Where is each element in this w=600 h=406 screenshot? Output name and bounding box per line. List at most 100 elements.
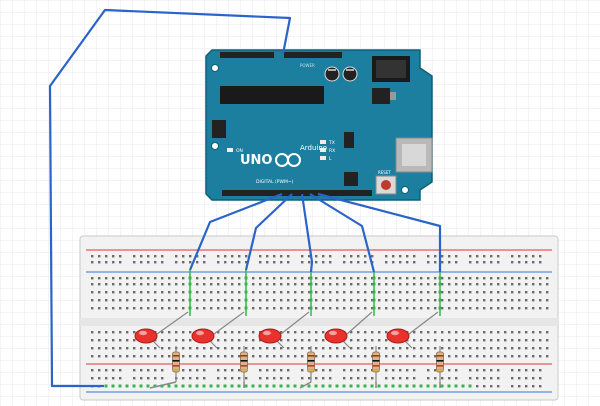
breadboard-hole (217, 377, 220, 380)
breadboard-hole (350, 283, 353, 286)
breadboard-hole (504, 299, 507, 302)
breadboard-hole (238, 339, 241, 342)
breadboard-hole (518, 261, 521, 264)
breadboard-hole (203, 291, 206, 294)
breadboard-hole (238, 331, 241, 334)
ground-rail-hole (363, 384, 367, 388)
wire-led-5[interactable] (317, 192, 442, 272)
breadboard-hole (238, 377, 241, 380)
breadboard-hole (525, 347, 528, 350)
breadboard-hole (154, 355, 157, 358)
breadboard-hole (406, 347, 409, 350)
breadboard-hole (308, 377, 311, 380)
breadboard-hole (329, 299, 332, 302)
breadboard-hole (266, 299, 269, 302)
breadboard-hole (497, 339, 500, 342)
breadboard-hole (371, 339, 374, 342)
breadboard-hole (413, 331, 416, 334)
breadboard-hole (175, 255, 178, 258)
breadboard-hole (280, 255, 283, 258)
breadboard-hole (532, 255, 535, 258)
ground-rail-hole (153, 384, 157, 388)
breadboard-hole (511, 339, 514, 342)
breadboard-hole (329, 255, 332, 258)
breadboard-hole (140, 255, 143, 258)
mount-hole (211, 64, 219, 72)
breadboard-hole (448, 283, 451, 286)
breadboard-hole (392, 355, 395, 358)
breadboard-hole (455, 339, 458, 342)
breadboard-hole (525, 377, 528, 380)
breadboard-hole (238, 299, 241, 302)
breadboard-hole (441, 331, 444, 334)
breadboard-hole (371, 377, 374, 380)
breadboard-hole (322, 369, 325, 372)
ground-rail-hole (167, 384, 171, 388)
resistor-band (307, 365, 315, 367)
breadboard-hole (364, 299, 367, 302)
power-jack-inner (376, 60, 406, 78)
breadboard-hole (98, 277, 101, 280)
breadboard-hole (308, 299, 311, 302)
breadboard-hole (189, 369, 192, 372)
breadboard-hole (119, 307, 122, 310)
breadboard-hole (217, 299, 220, 302)
resistor-band (372, 365, 380, 367)
ground-rail-hole (111, 384, 115, 388)
breadboard-hole (469, 355, 472, 358)
breadboard-hole (434, 261, 437, 264)
breadboard-hole (266, 283, 269, 286)
ground-rail-hole (230, 384, 234, 388)
breadboard-hole (546, 299, 549, 302)
breadboard-hole (350, 347, 353, 350)
breadboard-hole (532, 369, 535, 372)
breadboard-hole (133, 299, 136, 302)
breadboard-hole (133, 331, 136, 334)
wire-led-1[interactable] (188, 192, 283, 271)
breadboard-hole (336, 283, 339, 286)
breadboard-hole (196, 347, 199, 350)
breadboard-hole (539, 283, 542, 286)
resistor-band (436, 360, 444, 362)
breadboard-hole (196, 299, 199, 302)
breadboard-hole (427, 339, 430, 342)
breadboard-hole (525, 339, 528, 342)
breadboard-hole (518, 331, 521, 334)
breadboard-hole (112, 347, 115, 350)
breadboard-hole (224, 261, 227, 264)
breadboard-hole (266, 307, 269, 310)
breadboard-hole (315, 277, 318, 280)
ground-rail-hole (251, 384, 255, 388)
breadboard-hole (140, 369, 143, 372)
breadboard-hole (175, 331, 178, 334)
breadboard-hole (224, 355, 227, 358)
breadboard-hole (462, 339, 465, 342)
breadboard-hole (231, 369, 234, 372)
led-highlight (139, 330, 147, 336)
breadboard-hole (217, 355, 220, 358)
breadboard-hole (385, 339, 388, 342)
wire-gnd[interactable] (48, 8, 292, 388)
arduino-board[interactable]: POWER TX RX L ON UNO Arduino (205, 49, 433, 201)
breadboard-hole (280, 377, 283, 380)
breadboard-hole (91, 261, 94, 264)
breadboard-hole (469, 277, 472, 280)
resistor-band (372, 360, 380, 362)
wire-led-2[interactable] (244, 193, 293, 271)
breadboard-hole (469, 299, 472, 302)
breadboard-hole (525, 369, 528, 372)
breadboard-hole (259, 255, 262, 258)
wire-led-4[interactable] (309, 193, 376, 273)
breadboard-hole (385, 307, 388, 310)
breadboard-hole (245, 261, 248, 264)
breadboard-hole (273, 347, 276, 350)
breadboard-hole (231, 339, 234, 342)
breadboard-hole (196, 261, 199, 264)
wire-led-3[interactable] (300, 193, 314, 273)
ground-rail-hole (223, 384, 227, 388)
breadboard-hole (273, 377, 276, 380)
resistor-band (172, 360, 180, 362)
breadboard-hole (140, 377, 143, 380)
reset-button-cap[interactable] (381, 180, 391, 190)
breadboard-hole (378, 291, 381, 294)
